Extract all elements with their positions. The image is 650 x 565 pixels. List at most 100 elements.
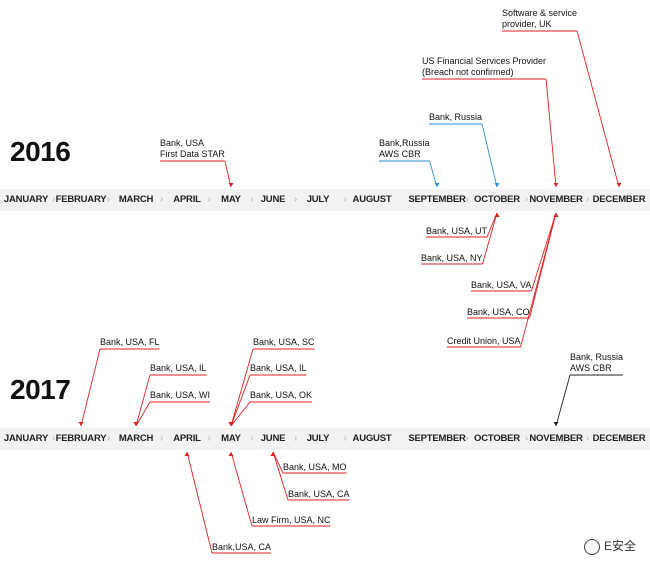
chevron-right-icon: ›	[343, 194, 347, 205]
chevron-right-icon: ›	[207, 433, 211, 444]
chevron-right-icon: ›	[585, 433, 590, 444]
year-2017-heading: 2017	[10, 374, 71, 405]
year-2016-heading: 2016	[10, 136, 71, 167]
chevron-right-icon: ›	[159, 433, 164, 444]
month-label-march-2017: MARCH	[118, 433, 154, 444]
event-arrowhead	[616, 183, 622, 187]
event-label: Bank, USA, CO	[467, 307, 530, 317]
month-label-november-2016: NOVEMBER	[529, 194, 583, 205]
watermark: E安全	[583, 537, 636, 555]
month-label-july-2016: JULY	[306, 194, 330, 205]
month-label-january-2016: JANUARY	[3, 194, 49, 205]
chevron-right-icon: ›	[250, 194, 254, 205]
event-arrowhead	[434, 183, 440, 187]
month-label-july-2017: JULY	[306, 433, 330, 444]
chevron-right-icon: ›	[250, 433, 254, 444]
event-arrowhead	[228, 422, 234, 426]
timeline-band-2016	[0, 189, 650, 211]
event-arrowhead	[270, 452, 276, 456]
month-label-february-2017: FEBRUARY	[55, 433, 107, 444]
event-connector-line	[230, 451, 253, 527]
event-connector-line	[576, 30, 620, 188]
month-label-april-2017: APRIL	[173, 433, 201, 444]
event-connector-line	[272, 451, 289, 501]
event-arrowhead	[553, 422, 559, 426]
event-label: Bank, USA, IL	[250, 363, 307, 373]
chevron-right-icon: ›	[293, 433, 298, 444]
month-label-september-2017: SEPTEMBER	[408, 433, 466, 444]
event-connector-line	[230, 401, 251, 427]
event-connector-line	[520, 212, 557, 348]
month-label-october-2016: OCTOBER	[474, 194, 520, 205]
event-label: Bank, USA, OK	[250, 390, 313, 400]
event-connector-line	[530, 212, 557, 292]
event-label: Bank, USA, NY	[421, 253, 483, 263]
event-label: Bank, USA, SC	[253, 337, 315, 347]
chevron-right-icon: ›	[465, 433, 469, 444]
chevron-right-icon: ›	[524, 194, 529, 205]
chevron-right-icon: ›	[51, 433, 56, 444]
event-connector-line	[230, 374, 251, 427]
event-arrowhead	[228, 183, 234, 187]
month-label-september-2016: SEPTEMBER	[408, 194, 466, 205]
event-label: Bank, USA, VA	[471, 280, 532, 290]
chevron-right-icon: ›	[343, 433, 347, 444]
event-connector-line	[80, 348, 101, 427]
month-label-december-2016: DECEMBER	[592, 194, 646, 205]
event-label: Bank, USA, FL	[100, 337, 160, 347]
event-connector-line	[555, 374, 571, 427]
chevron-right-icon: ›	[408, 194, 413, 205]
event-label: Bank,USA, CA	[212, 542, 272, 552]
event-label: Credit Union, USA	[447, 336, 521, 346]
event-label: Bank, Russia	[429, 112, 483, 122]
event-connector-line	[429, 160, 438, 188]
event-label: US Financial Services Provider(Breach no…	[422, 56, 547, 77]
event-label: Bank, USA, WI	[150, 390, 211, 400]
chevron-right-icon: ›	[465, 194, 469, 205]
event-arrowhead	[228, 452, 234, 456]
chevron-right-icon: ›	[524, 433, 529, 444]
event-arrowhead	[494, 213, 500, 217]
month-label-june-2016: JUNE	[260, 194, 286, 205]
event-connector-line	[224, 160, 232, 188]
chevron-right-icon: ›	[585, 194, 590, 205]
event-label: Law Firm, USA, NC	[252, 515, 331, 525]
wechat-icon	[583, 539, 600, 555]
chevron-right-icon: ›	[106, 194, 111, 205]
event-connector-line	[545, 78, 557, 188]
month-label-april-2016: APRIL	[173, 194, 201, 205]
chevron-right-icon: ›	[159, 194, 164, 205]
chevron-right-icon: ›	[207, 194, 211, 205]
event-arrowhead	[133, 422, 139, 426]
event-connector-line	[481, 123, 498, 188]
month-label-december-2017: DECEMBER	[592, 433, 646, 444]
event-connector-line	[135, 374, 151, 427]
event-arrowhead	[553, 183, 559, 187]
chevron-right-icon: ›	[408, 433, 413, 444]
month-label-august-2016: AUGUST	[352, 194, 392, 205]
event-connector-line	[482, 212, 498, 265]
event-arrowhead	[494, 183, 500, 187]
event-arrowhead	[78, 422, 84, 426]
month-label-november-2017: NOVEMBER	[529, 433, 583, 444]
chevron-right-icon: ›	[106, 433, 111, 444]
event-label: Bank, USA, MO	[283, 462, 347, 472]
month-label-may-2017: MAY	[221, 433, 241, 444]
month-label-june-2017: JUNE	[260, 433, 286, 444]
month-label-march-2016: MARCH	[118, 194, 154, 205]
event-label: Bank, USA, UT	[426, 226, 488, 236]
month-label-august-2017: AUGUST	[352, 433, 392, 444]
timeline-band-2017	[0, 428, 650, 450]
watermark-text: E安全	[603, 539, 636, 554]
event-label: Bank, USA, CA	[288, 489, 350, 499]
event-label: Bank, USA, IL	[150, 363, 207, 373]
month-label-october-2017: OCTOBER	[474, 433, 520, 444]
month-label-february-2016: FEBRUARY	[55, 194, 107, 205]
chevron-right-icon: ›	[293, 194, 298, 205]
month-label-may-2016: MAY	[221, 194, 241, 205]
